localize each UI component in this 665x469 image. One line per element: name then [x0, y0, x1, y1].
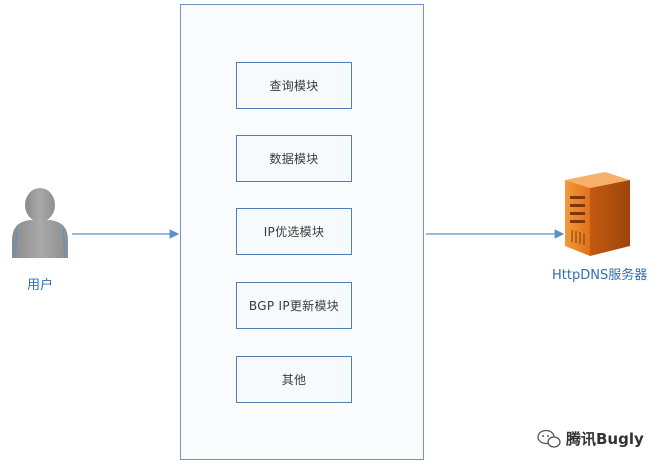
server-icon — [565, 172, 630, 256]
module-data: 数据模块 — [236, 135, 352, 182]
module-other: 其他 — [236, 356, 352, 403]
watermark-text: 腾讯Bugly — [566, 430, 644, 448]
watermark: 腾讯Bugly — [566, 428, 644, 449]
module-query: 查询模块 — [236, 62, 352, 109]
wechat-icon — [537, 429, 561, 448]
user-label: 用户 — [27, 278, 54, 293]
module-bgp-ip-update: BGP IP更新模块 — [236, 282, 352, 329]
module-ip-optimize: IP优选模块 — [236, 208, 352, 255]
user-icon — [12, 188, 68, 259]
server-label: HttpDNS服务器 — [552, 268, 648, 283]
